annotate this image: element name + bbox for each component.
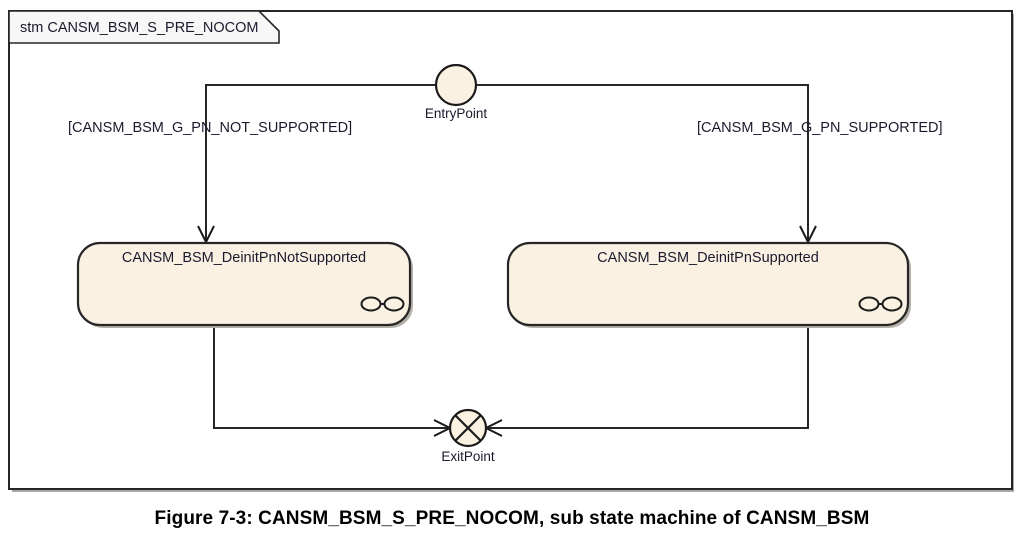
exit-point-label: ExitPoint — [441, 449, 495, 464]
state-deinit-pn-supported[interactable] — [506, 241, 910, 327]
transition-entry-right-segment-a — [476, 84, 809, 96]
composite-state-icon — [858, 296, 903, 312]
entry-point-node[interactable] — [434, 63, 478, 107]
entry-point-label: EntryPoint — [425, 106, 488, 121]
transition-right-exit — [486, 326, 809, 429]
state-left-label: CANSM_BSM_DeinitPnNotSupported — [122, 250, 366, 266]
frame-name-tab — [8, 10, 280, 44]
guard-label-pn-not-supported: [CANSM_BSM_G_PN_NOT_SUPPORTED] — [68, 120, 352, 136]
frame-label: stm CANSM_BSM_S_PRE_NOCOM — [20, 20, 259, 36]
state-deinit-pn-not-supported[interactable] — [76, 241, 412, 327]
composite-state-icon — [360, 296, 405, 312]
figure-caption: Figure 7-3: CANSM_BSM_S_PRE_NOCOM, sub s… — [154, 508, 870, 529]
guard-label-pn-supported: [CANSM_BSM_G_PN_SUPPORTED] — [697, 120, 943, 136]
exit-point-cross-line-b — [454, 414, 482, 442]
transition-left-exit — [213, 326, 450, 429]
state-right-label: CANSM_BSM_DeinitPnSupported — [597, 250, 819, 266]
transition-entry-left-segment-a — [205, 84, 436, 96]
